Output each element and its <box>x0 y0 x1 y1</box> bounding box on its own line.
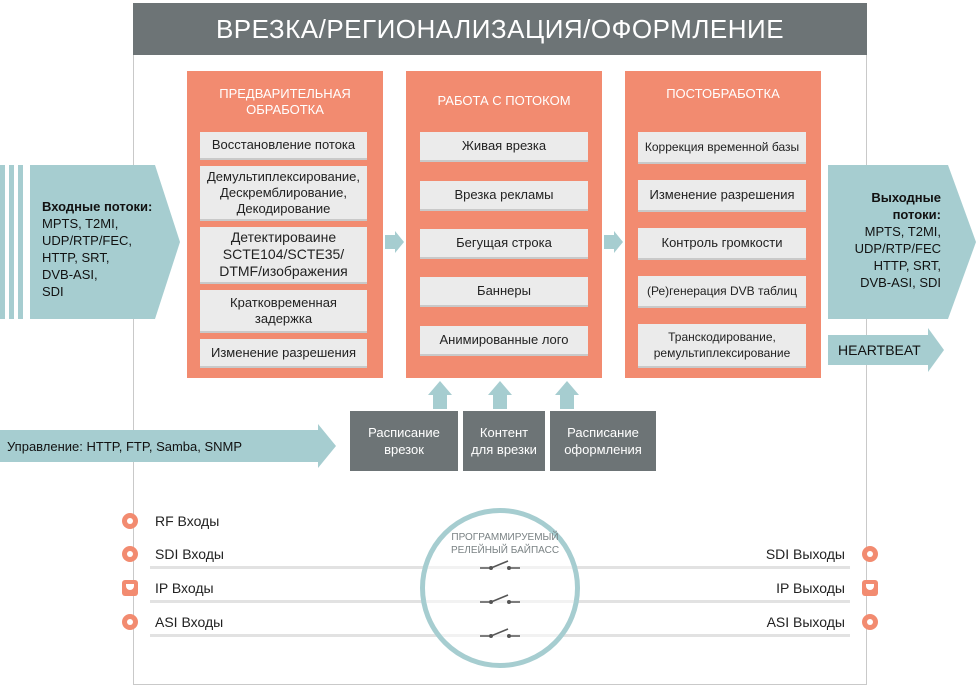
ip-port-icon <box>862 580 878 596</box>
preprocessing-item: Демультиплексирование,Дескремблирование,… <box>200 166 367 221</box>
sdi-port-icon <box>122 546 138 562</box>
heartbeat-arrow-head <box>928 328 944 372</box>
preprocessing-item: Изменение разрешения <box>200 339 367 368</box>
input-arrow <box>30 165 155 319</box>
heartbeat-label: HEARTBEAT <box>838 342 921 358</box>
input-line: UDP/RTP/FEC, <box>42 233 133 248</box>
input-line: HTTP, SRT, <box>42 250 110 265</box>
postprocessing-item: Контроль громкости <box>638 228 806 260</box>
stream-item: Бегущая строка <box>420 229 588 259</box>
input-stripes <box>0 165 30 319</box>
postprocessing-item: (Ре)генерация DVB таблиц <box>638 276 806 308</box>
ip-port-icon <box>122 580 138 596</box>
input-arrow-head <box>155 165 180 319</box>
output-arrow <box>828 165 948 319</box>
relay-switch-icon <box>480 594 520 604</box>
ip-outputs-label: IP Выходы <box>776 580 845 596</box>
output-line: DVB-ASI, SDI <box>860 275 941 290</box>
up-arrow-head <box>428 381 452 395</box>
asi-inputs-label: ASI Входы <box>155 614 224 630</box>
stream-item: Врезка рекламы <box>420 181 588 211</box>
postprocessing-item: Коррекция временной базы <box>638 132 806 164</box>
control-arrow-head <box>318 424 336 468</box>
ip-inputs-label: IP Входы <box>155 580 214 596</box>
rf-port-icon <box>122 513 138 529</box>
relay-switch-icon <box>480 560 520 570</box>
asi-port-icon <box>122 614 138 630</box>
up-arrow <box>493 395 507 409</box>
flow-arrow-head <box>395 231 404 253</box>
postprocessing-item: Изменение разрешения <box>638 180 806 212</box>
up-arrow <box>433 395 447 409</box>
input-line: SDI <box>42 284 64 299</box>
flow-arrow <box>604 235 614 249</box>
flow-arrow-head <box>614 231 623 253</box>
page-title: ВРЕЗКА/РЕГИОНАЛИЗАЦИЯ/ОФОРМЛЕНИЕ <box>133 3 867 55</box>
stream-item: Живая врезка <box>420 132 588 162</box>
input-title: Входные потоки: <box>42 199 153 214</box>
output-title: Выходные <box>871 190 941 205</box>
postprocessing-item: Транскодирование,ремультиплексирование <box>638 324 806 368</box>
input-streams-text: Входные потоки: MPTS, T2MI, UDP/RTP/FEC,… <box>42 198 162 300</box>
output-title: потоки: <box>892 207 941 222</box>
stream-title: РАБОТА С ПОТОКОМ <box>437 93 571 108</box>
diagram-frame <box>133 55 867 685</box>
control-arrow <box>0 430 318 462</box>
bypass-circle <box>420 508 580 668</box>
sdi-port-icon <box>862 546 878 562</box>
control-label: Управление: HTTP, FTP, Samba, SNMP <box>7 439 243 454</box>
output-line: MPTS, T2MI, <box>864 224 941 239</box>
output-arrow-head <box>948 165 976 319</box>
asi-port-icon <box>862 614 878 630</box>
relay-switch-icon <box>480 628 520 638</box>
up-arrow-head <box>555 381 579 395</box>
sdi-outputs-label: SDI Выходы <box>765 546 845 562</box>
sdi-inputs-label: SDI Входы <box>155 546 224 562</box>
output-line: HTTP, SRT, <box>873 258 941 273</box>
stream-item: Анимированные лого <box>420 326 588 356</box>
input-line: MPTS, T2MI, <box>42 216 119 231</box>
input-line: DVB-ASI, <box>42 267 98 282</box>
preprocessing-item: Восстановление потока <box>200 132 367 160</box>
postprocessing-title: ПОСТОБРАБОТКА <box>666 86 780 101</box>
output-line: UDP/RTP/FEC <box>854 241 941 256</box>
asi-outputs-label: ASI Выходы <box>766 614 845 630</box>
flow-arrow <box>385 235 395 249</box>
stream-item: Баннеры <box>420 277 588 307</box>
up-arrow <box>560 395 574 409</box>
up-arrow-head <box>488 381 512 395</box>
heartbeat-arrow <box>828 335 928 365</box>
rf-inputs-label: RF Входы <box>155 513 220 529</box>
output-streams-text: Выходные потоки: MPTS, T2MI, UDP/RTP/FEC… <box>833 189 941 291</box>
